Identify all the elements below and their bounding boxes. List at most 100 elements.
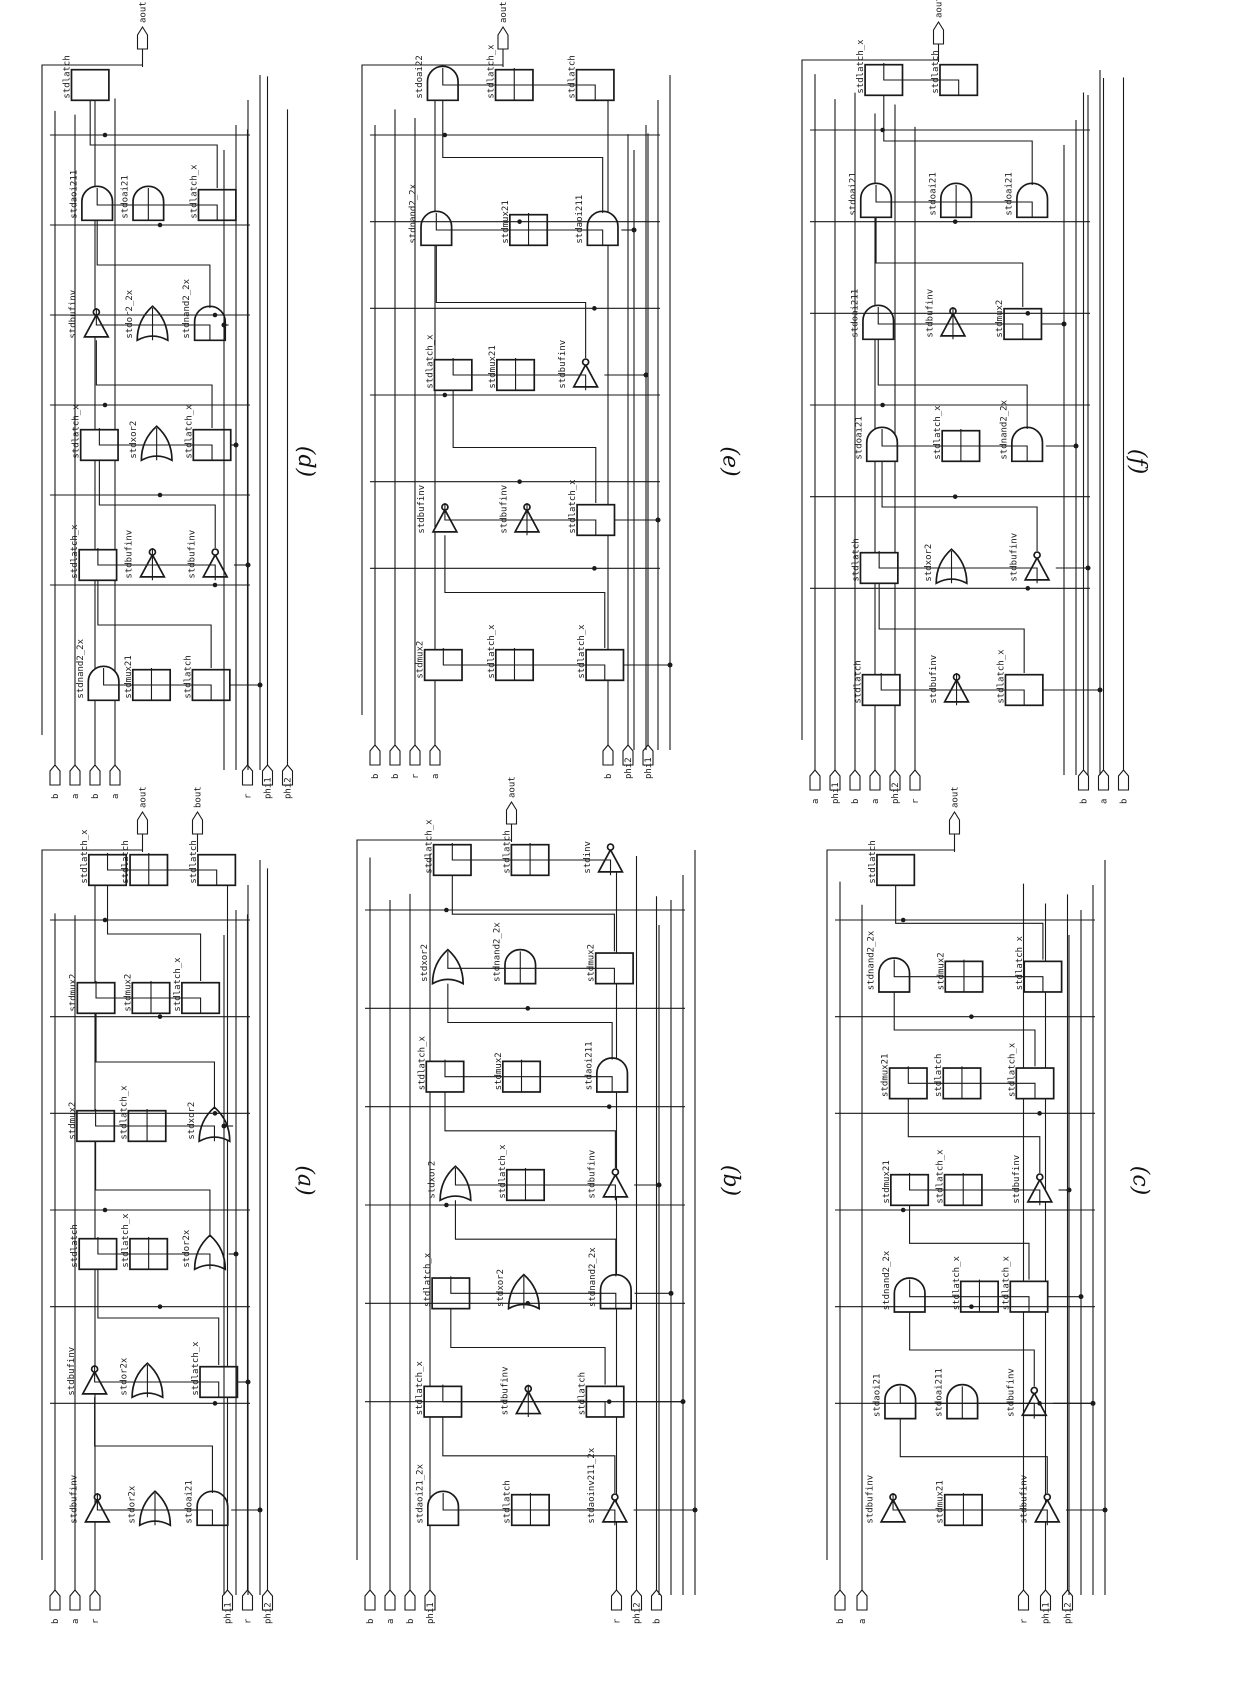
- cell-label: stdlatch_x: [423, 1252, 433, 1307]
- cell-label: stdxor2: [428, 1161, 438, 1199]
- cell-label: stdaoinv211_2x: [587, 1447, 597, 1523]
- cell-label: stdaoi211: [584, 1041, 594, 1090]
- input-pin-label: b: [836, 1619, 846, 1624]
- net-wire: [875, 185, 957, 218]
- cell-label: stdlatch: [854, 660, 864, 703]
- cell-label: stdmux21: [488, 345, 498, 388]
- input-pin-label: phi1: [264, 777, 274, 799]
- cell-label: stdbufinv: [501, 1366, 511, 1415]
- net-wire: [435, 245, 587, 358]
- cell-label: stdlatch_x: [415, 1361, 425, 1416]
- net-wire: [524, 1168, 616, 1201]
- net-wire: [881, 429, 962, 462]
- cell-label: stdmux21: [882, 1160, 892, 1203]
- net-wire: [447, 951, 521, 984]
- junction-dot: [1037, 1111, 1042, 1116]
- input-pin-label: b: [851, 799, 861, 804]
- input-pin-label: r: [1020, 1618, 1030, 1624]
- cell-label: stdbufinv: [1009, 533, 1019, 582]
- net-wire: [150, 981, 202, 1014]
- feedback-wire: [41, 64, 143, 735]
- net-wire: [952, 307, 1024, 340]
- input-pin-label: phi2: [624, 757, 634, 779]
- cell-label: stdlatch: [868, 840, 878, 883]
- cell-label: stdbufinv: [499, 485, 509, 534]
- cell-label: stdoai21: [1004, 172, 1014, 215]
- junction-dot: [233, 442, 239, 448]
- junction-dot: [900, 1207, 906, 1213]
- cell-label: stdlatch_x: [933, 405, 943, 460]
- feedback-wire: [826, 849, 955, 1560]
- input-pin: [389, 744, 401, 766]
- cell-label: stdnand2_2x: [882, 1250, 892, 1310]
- output-pin: [932, 20, 945, 45]
- input-pin: [241, 764, 254, 786]
- cell-stdbufinv-bubble: [611, 1168, 620, 1176]
- net-wire: [961, 1066, 1036, 1099]
- output-pin-label: aout: [935, 0, 945, 18]
- junction-dot: [442, 132, 448, 138]
- cell-label: stdbufinv: [1012, 1155, 1022, 1204]
- input-pin: [834, 1589, 846, 1611]
- net-wire: [907, 1066, 963, 1099]
- caption-d: (d): [293, 445, 319, 478]
- net-wire: [452, 390, 597, 503]
- cell-label: stdlatch_x: [72, 404, 82, 459]
- cell-label: stdlatch_x: [425, 334, 435, 389]
- cell-label: stdlatch: [934, 1054, 944, 1097]
- net-wire: [97, 1237, 150, 1270]
- input-pin: [221, 1589, 234, 1611]
- junction-dot: [656, 1182, 662, 1188]
- net-wire: [98, 428, 158, 461]
- junction-dot: [245, 1379, 251, 1385]
- input-pin: [261, 1589, 274, 1611]
- cell-label: stdlatch_x: [425, 819, 435, 874]
- input-pin-label: b: [371, 774, 381, 779]
- net-wire: [442, 1493, 531, 1526]
- output-pin: [948, 810, 961, 835]
- net-wire: [98, 460, 216, 548]
- cell-label: stdaoi211: [69, 170, 79, 219]
- input-pin: [364, 1589, 376, 1611]
- net-wire: [978, 1279, 1030, 1312]
- input-pin: [650, 1589, 663, 1611]
- cell-label: stdlatch_x: [173, 957, 183, 1012]
- feedback-wire: [356, 839, 512, 1560]
- junction-dot: [592, 306, 597, 311]
- net-wire: [452, 358, 517, 391]
- cell-label: stdnand2_2x: [76, 638, 86, 698]
- junction-dot: [212, 582, 218, 588]
- cell-label: stdlatch: [577, 1372, 587, 1415]
- junction-dot: [525, 1006, 531, 1011]
- cell-label: stdoai21: [121, 175, 131, 218]
- cell-label: stdnand2_2x: [999, 399, 1009, 459]
- junction-dot: [692, 1507, 698, 1513]
- caption-a: (a): [292, 1165, 318, 1196]
- junction-dot: [1073, 443, 1079, 449]
- net-wire: [95, 981, 152, 1014]
- input-pin: [809, 769, 821, 791]
- cell-label: stdbufinv: [588, 1150, 598, 1199]
- junction-dot: [952, 494, 958, 499]
- junction-dot: [667, 662, 673, 668]
- input-pin-label: a: [71, 1619, 81, 1624]
- junction-dot: [1078, 1294, 1084, 1300]
- junction-dot: [606, 1104, 612, 1109]
- net-wire: [97, 548, 153, 581]
- input-pin: [241, 1589, 254, 1611]
- net-wire: [442, 1416, 616, 1493]
- feedback-wire: [801, 59, 939, 740]
- input-pin-label: b: [51, 794, 61, 799]
- net-wire: [893, 991, 1036, 1067]
- input-pin-label: a: [386, 1619, 396, 1624]
- cell-label: stdor2x: [120, 1357, 130, 1396]
- cell-label: stdlatch_x: [487, 44, 497, 99]
- input-pin-label: a: [871, 799, 881, 804]
- cell-stdbufinv-bubble: [211, 548, 220, 556]
- net-wire: [519, 951, 615, 984]
- caption-b: (b): [718, 1164, 744, 1197]
- junction-dot: [221, 1123, 227, 1129]
- net-wire: [148, 1237, 211, 1270]
- net-wire: [96, 1493, 156, 1526]
